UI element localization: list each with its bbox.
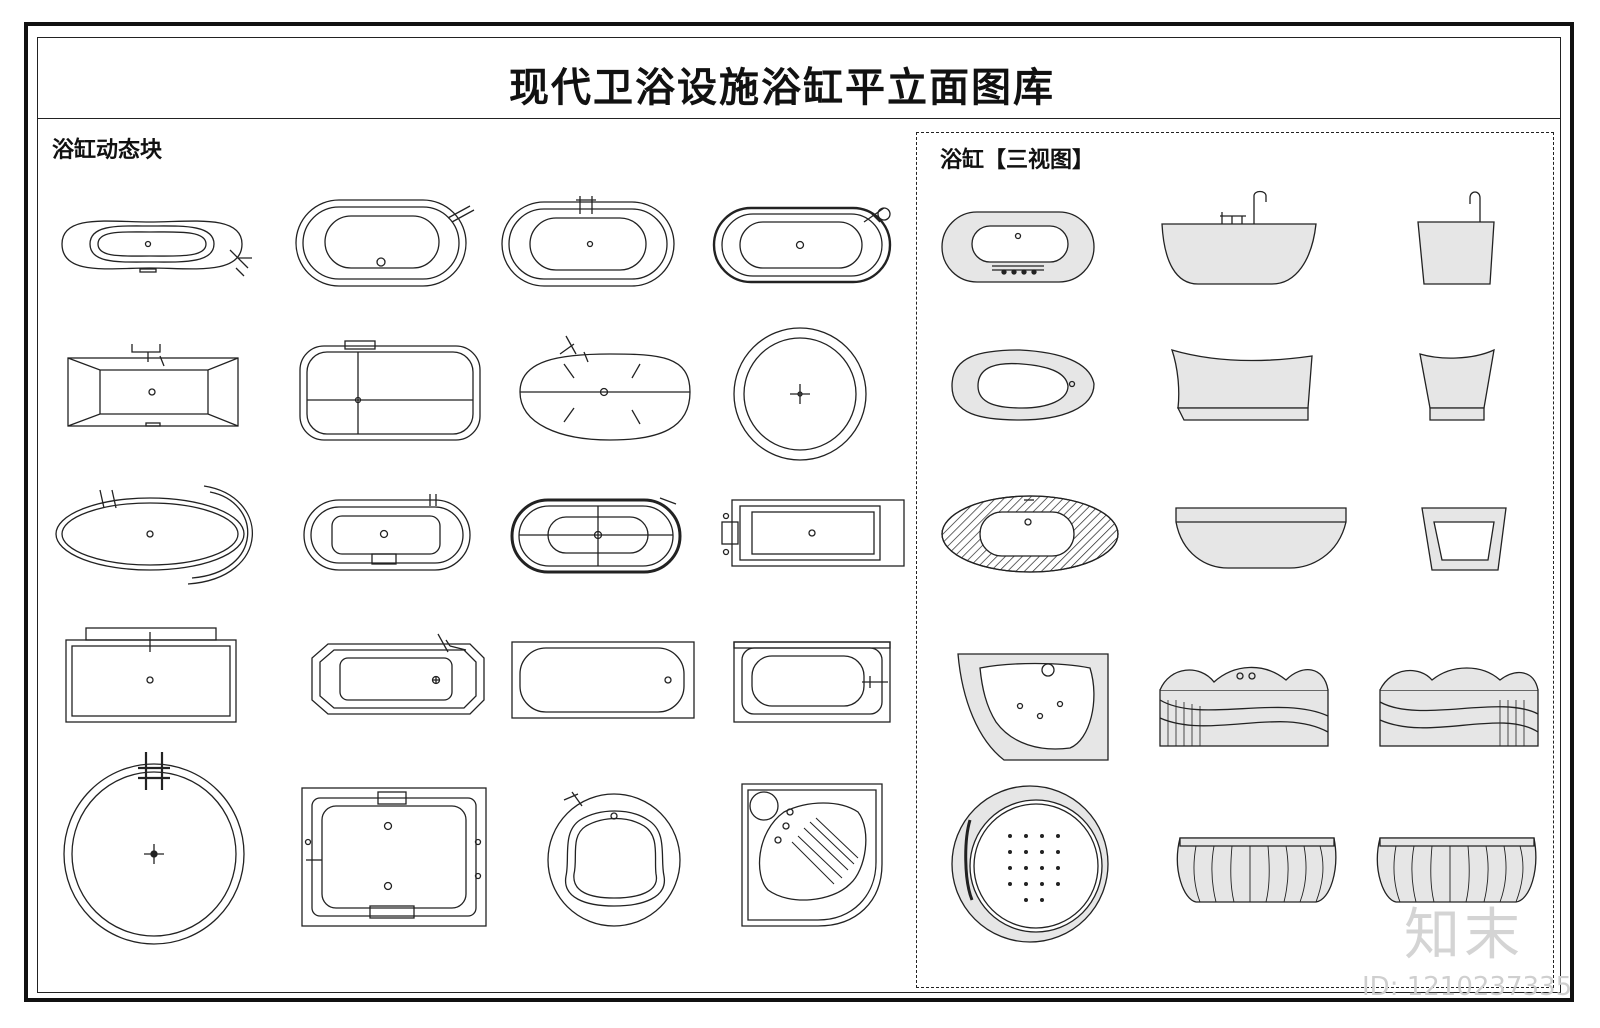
rectangular-drop-in-tub [65,627,237,723]
octagonal-tub-faucet [311,633,485,715]
left-section-label: 浴缸动态块 [52,138,163,163]
rectangular-tub-tapered [67,344,239,427]
hatched-oval-plan [941,495,1119,573]
right-section-label: 浴缸【三视图】 [940,148,1095,173]
slipper-front [1170,349,1313,421]
inner-frame [37,37,1561,993]
oval-tub-notched [303,494,471,571]
slipper-plan [951,349,1095,421]
rectangular-tub-spout [733,641,891,723]
bowl-side-faucet [1417,191,1495,285]
watermark-id: ID: 1210237335 [1362,972,1573,1002]
boat-front [1175,507,1347,569]
oval-tub-corner-faucet [712,206,892,284]
corner-massage-plan [957,653,1109,761]
oval-tub-heavy-rim [510,497,682,574]
rectangular-tub-side-panel [721,499,905,567]
slipper-side [1419,348,1495,421]
page-title: 现代卫浴设施浴缸平立面图库 [509,64,1055,111]
rounded-rect-tub-divided [299,340,481,441]
drum-side [1376,837,1537,903]
oval-plan-jets [941,211,1095,283]
massage-front [1159,666,1329,747]
drum-front [1176,837,1337,903]
kidney-round-tub [547,791,681,927]
round-tub-center-drain [733,327,867,461]
oval-tub-deck-faucet [501,196,675,287]
watermark-logo: 知末 [1404,903,1524,968]
large-round-tub-faucet [63,752,245,945]
elliptical-tub-with-arc [55,485,253,585]
oval-tub-drain-bottom [295,199,475,287]
freestanding-egg-tub-fixtures [519,335,691,441]
round-spa-plan [951,785,1109,943]
outer-frame [24,22,1574,1002]
title-bar: 现代卫浴设施浴缸平立面图库 [37,37,1561,119]
massage-side [1379,667,1539,747]
rectangular-whirlpool-tub [301,787,487,927]
corner-jacuzzi-tub [741,783,883,927]
rounded-rect-tub-plain [511,641,695,719]
boat-side [1421,507,1507,571]
bowl-front-faucet [1161,190,1317,285]
freestanding-oval-tub-with-faucet [61,220,252,277]
three-view-section [916,132,1554,988]
